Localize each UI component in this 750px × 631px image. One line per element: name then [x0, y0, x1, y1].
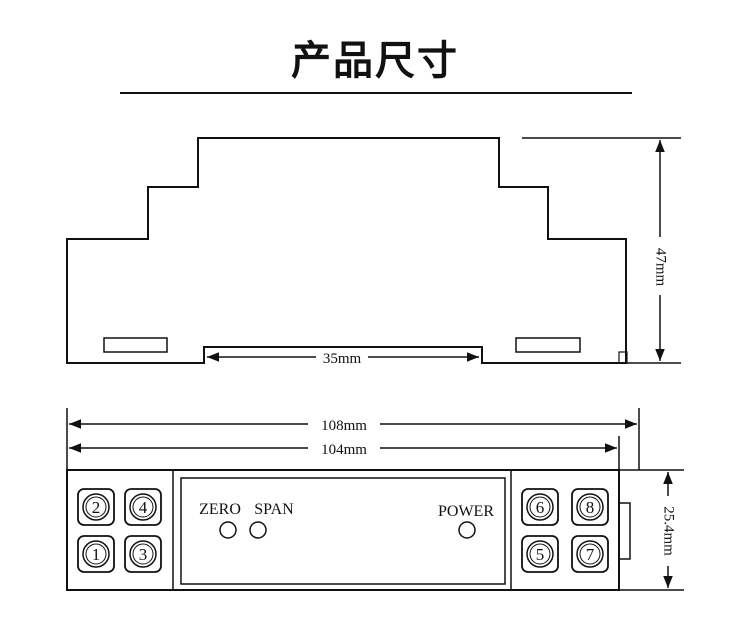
length-outer-label: 108mm [321, 418, 367, 434]
terminal-housing [521, 488, 559, 526]
terminal-housing [521, 535, 559, 573]
left-clip-slot [103, 337, 168, 353]
terminal-screw-inner [132, 543, 154, 565]
right-foot-tab [618, 351, 628, 364]
terminal-housing [77, 535, 115, 573]
terminal-screw-inner [529, 543, 551, 565]
terminal-number: 4 [139, 498, 148, 517]
length-inner-label: 104mm [321, 442, 367, 458]
terminal-7: 7 [571, 535, 609, 573]
page-title: 产品尺寸 [291, 38, 459, 84]
terminal-number: 2 [92, 498, 101, 517]
side-view [66, 137, 681, 364]
terminal-number: 7 [586, 545, 595, 564]
title-underline [120, 92, 632, 94]
terminal-screw-outer [526, 540, 554, 568]
terminal-housing [124, 488, 162, 526]
terminal-housing [77, 488, 115, 526]
terminal-screw-outer [576, 540, 604, 568]
face-panel [180, 477, 506, 585]
terminal-screw-inner [579, 496, 601, 518]
terminal-screw-outer [129, 493, 157, 521]
left-terminal-block: 2 4 1 3 [77, 488, 162, 573]
terminal-screw-outer [129, 540, 157, 568]
terminal-housing [124, 535, 162, 573]
front-view [66, 408, 684, 591]
span-led [249, 521, 267, 539]
side-view-outline [66, 137, 627, 364]
terminal-housing [571, 535, 609, 573]
terminal-screw-outer [82, 493, 110, 521]
terminal-screw-inner [579, 543, 601, 565]
terminal-screw-outer [82, 540, 110, 568]
terminal-number: 1 [92, 545, 101, 564]
power-label: POWER [438, 503, 494, 520]
terminal-number: 8 [586, 498, 595, 517]
width-label: 25.4mm [661, 506, 677, 556]
right-terminal-block: 6 8 5 7 [521, 488, 609, 573]
span-label: SPAN [254, 501, 294, 518]
height-label: 47mm [653, 248, 669, 287]
terminal-screw-inner [132, 496, 154, 518]
terminal-number: 5 [536, 545, 545, 564]
zero-led [219, 521, 237, 539]
terminal-screw-outer [576, 493, 604, 521]
terminal-housing [571, 488, 609, 526]
terminal-3: 3 [124, 535, 162, 573]
rail-width-label: 35mm [323, 351, 362, 367]
terminal-screw-inner [85, 543, 107, 565]
zero-label: ZERO [199, 501, 241, 518]
terminal-8: 8 [571, 488, 609, 526]
terminal-screw-outer [526, 493, 554, 521]
terminal-1: 1 [77, 535, 115, 573]
terminal-screw-inner [529, 496, 551, 518]
terminal-5: 5 [521, 535, 559, 573]
terminal-screw-inner [85, 496, 107, 518]
terminal-number: 3 [139, 545, 148, 564]
terminal-4: 4 [124, 488, 162, 526]
terminal-6: 6 [521, 488, 559, 526]
side-latch [618, 502, 631, 560]
terminal-2: 2 [77, 488, 115, 526]
terminal-number: 6 [536, 498, 545, 517]
right-clip-slot [515, 337, 581, 353]
power-led [458, 521, 476, 539]
